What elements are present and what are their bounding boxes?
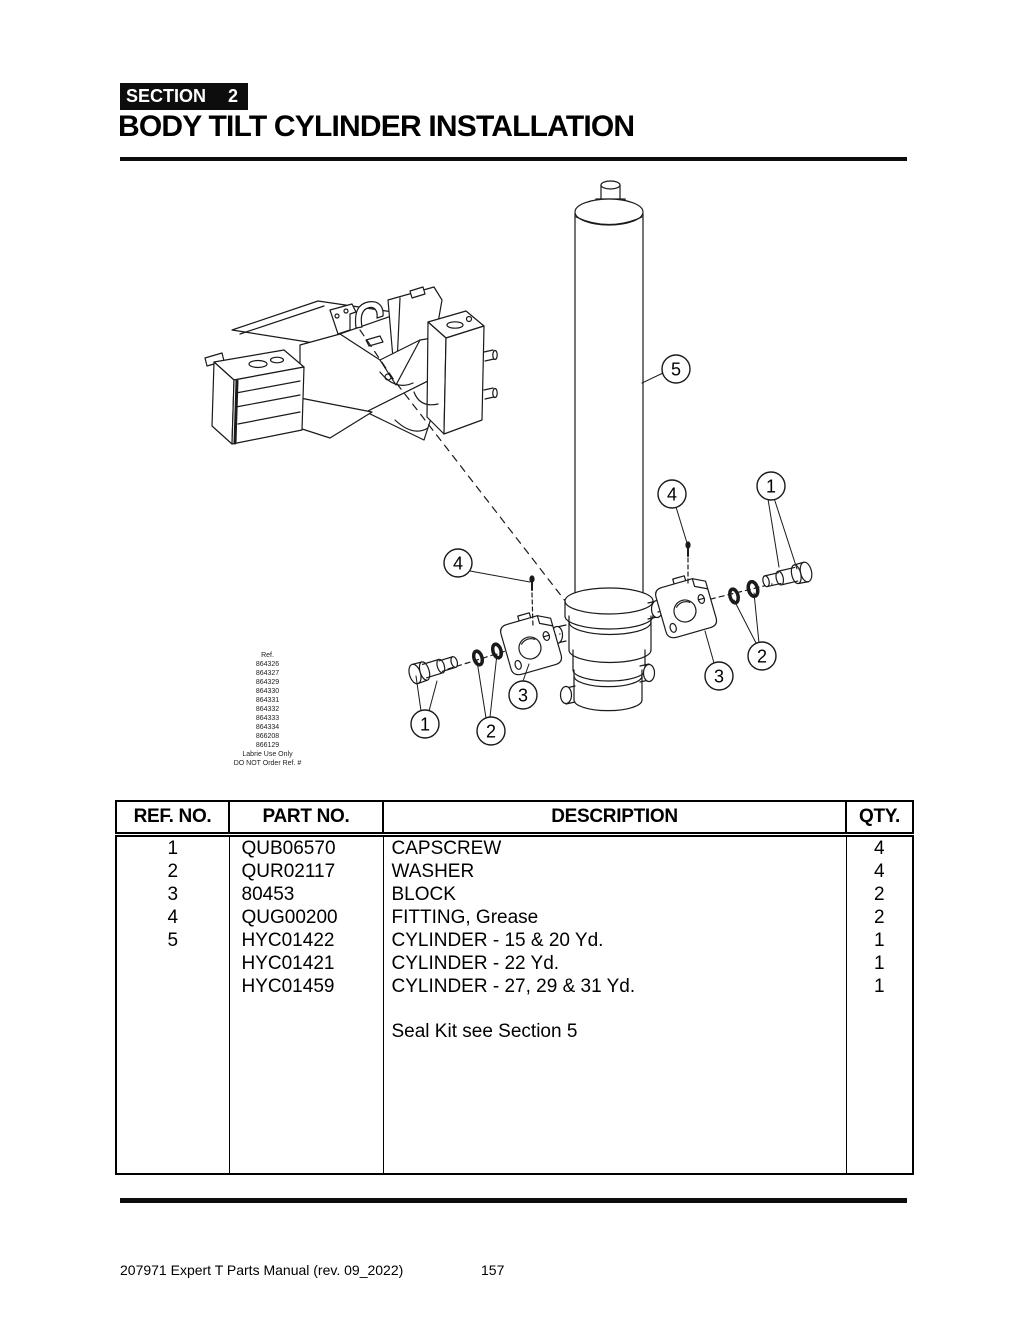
cell-part	[228, 1020, 384, 1043]
table-row-filler	[115, 1043, 914, 1175]
callout-2-right: 2	[747, 641, 777, 671]
cell-part: HYC01459	[228, 975, 384, 998]
cell-desc: CAPSCREW	[382, 834, 847, 860]
footer-manual-info: 207971 Expert T Parts Manual (rev. 09_20…	[120, 1262, 404, 1278]
cell-qty: 2	[845, 883, 914, 906]
capscrew-left	[408, 656, 459, 685]
cell-qty: 4	[845, 860, 914, 883]
callout-leaders	[415, 372, 798, 719]
washer-left-1	[471, 649, 485, 667]
washer-right-2	[746, 579, 760, 599]
table-row: 1 QUB06570 CAPSCREW 4	[115, 834, 914, 860]
cell-desc: BLOCK	[382, 883, 847, 906]
svg-text:2: 2	[486, 722, 496, 742]
svg-text:3: 3	[518, 686, 528, 706]
block-right	[655, 575, 718, 639]
parts-table: REF. NO. PART NO. DESCRIPTION QTY. 1 QUB…	[115, 800, 914, 1175]
washer-right-1	[727, 587, 741, 605]
cell-qty	[845, 1020, 914, 1043]
trunnion-pin-lower-left	[559, 685, 576, 705]
table-row: 2 QUR02117 WASHER 4	[115, 860, 914, 883]
cell-ref: 5	[115, 929, 230, 952]
cell-part: QUB06570	[228, 834, 384, 860]
exploded-view-diagram: 5 4 4 1 2 3 3	[204, 180, 813, 746]
svg-text:1: 1	[766, 477, 776, 497]
callouts: 5 4 4 1 2 3 3	[410, 354, 786, 746]
col-header-ref-no: REF. NO.	[115, 800, 230, 837]
callout-3-right: 3	[704, 661, 734, 691]
trunnion-pin-lower-right	[639, 663, 656, 683]
svg-text:3: 3	[714, 667, 724, 687]
section-banner: SECTION 2	[120, 83, 248, 110]
callout-4-right: 4	[657, 479, 687, 509]
cell-desc: Seal Kit see Section 5	[382, 1020, 847, 1043]
cell-qty: 1	[845, 952, 914, 975]
cylinder-base	[550, 587, 664, 712]
cell-ref	[115, 975, 230, 998]
cell-desc: CYLINDER - 27, 29 & 31 Yd.	[382, 975, 847, 998]
cell-qty: 1	[845, 975, 914, 998]
washer-left-2	[490, 642, 504, 660]
frame-assembly	[204, 286, 498, 445]
page-title: BODY TILT CYLINDER INSTALLATION	[118, 110, 635, 143]
cell-part: HYC01421	[228, 952, 384, 975]
cell-part: 80453	[228, 883, 384, 906]
cell-ref	[115, 1020, 230, 1043]
callout-1-right: 1	[756, 471, 786, 501]
cell-desc: FITTING, Grease	[382, 906, 847, 929]
section-number: 2	[227, 86, 238, 106]
svg-text:2: 2	[757, 647, 767, 667]
section-label: SECTION	[126, 86, 207, 106]
callout-3-left: 3	[508, 680, 538, 710]
cell-part: HYC01422	[228, 929, 384, 952]
cell-ref: 1	[115, 834, 230, 860]
cell-desc: CYLINDER - 22 Yd.	[382, 952, 847, 975]
footer-page-number: 157	[481, 1262, 505, 1278]
cell-part: QUG00200	[228, 906, 384, 929]
footer-rule	[120, 1198, 907, 1203]
col-header-qty: QTY.	[845, 800, 914, 837]
svg-text:5: 5	[671, 360, 681, 380]
cell-part: QUR02117	[228, 860, 384, 883]
cell-ref: 3	[115, 883, 230, 906]
table-row: HYC01459 CYLINDER - 27, 29 & 31 Yd. 1	[115, 975, 914, 998]
cell-ref: 4	[115, 906, 230, 929]
cell-desc: CYLINDER - 15 & 20 Yd.	[382, 929, 847, 952]
cylinder	[574, 180, 644, 602]
callout-5: 5	[661, 354, 691, 384]
grease-fitting-left	[529, 575, 535, 628]
callout-2-left: 2	[476, 716, 506, 746]
labrie-ref-block: Ref. 864326 864327 864329 864330 864331 …	[233, 652, 302, 767]
table-row-spacer	[115, 998, 914, 1020]
col-header-description: DESCRIPTION	[382, 800, 847, 837]
cell-qty: 4	[845, 834, 914, 860]
cell-ref: 2	[115, 860, 230, 883]
grease-fitting-right	[685, 541, 691, 587]
header-rule	[120, 157, 907, 161]
parts-table-header-row: REF. NO. PART NO. DESCRIPTION QTY.	[115, 800, 914, 837]
table-row: 4 QUG00200 FITTING, Grease 2	[115, 906, 914, 929]
alignment-dashed-line	[359, 329, 567, 603]
callout-1-left: 1	[410, 709, 440, 739]
capscrew-right	[762, 561, 813, 588]
callout-4-left: 4	[443, 548, 473, 578]
table-row: 5 HYC01422 CYLINDER - 15 & 20 Yd. 1	[115, 929, 914, 952]
block-left	[500, 612, 563, 676]
table-row-seal-kit: Seal Kit see Section 5	[115, 1020, 914, 1043]
table-row: HYC01421 CYLINDER - 22 Yd. 1	[115, 952, 914, 975]
cell-qty: 1	[845, 929, 914, 952]
svg-text:4: 4	[667, 485, 677, 505]
cell-ref	[115, 952, 230, 975]
axis-dashed-left	[447, 633, 561, 670]
col-header-part-no: PART NO.	[228, 800, 384, 837]
cell-qty: 2	[845, 906, 914, 929]
cell-desc: WASHER	[382, 860, 847, 883]
svg-text:4: 4	[453, 554, 463, 574]
svg-text:1: 1	[420, 715, 430, 735]
table-row: 3 80453 BLOCK 2	[115, 883, 914, 906]
